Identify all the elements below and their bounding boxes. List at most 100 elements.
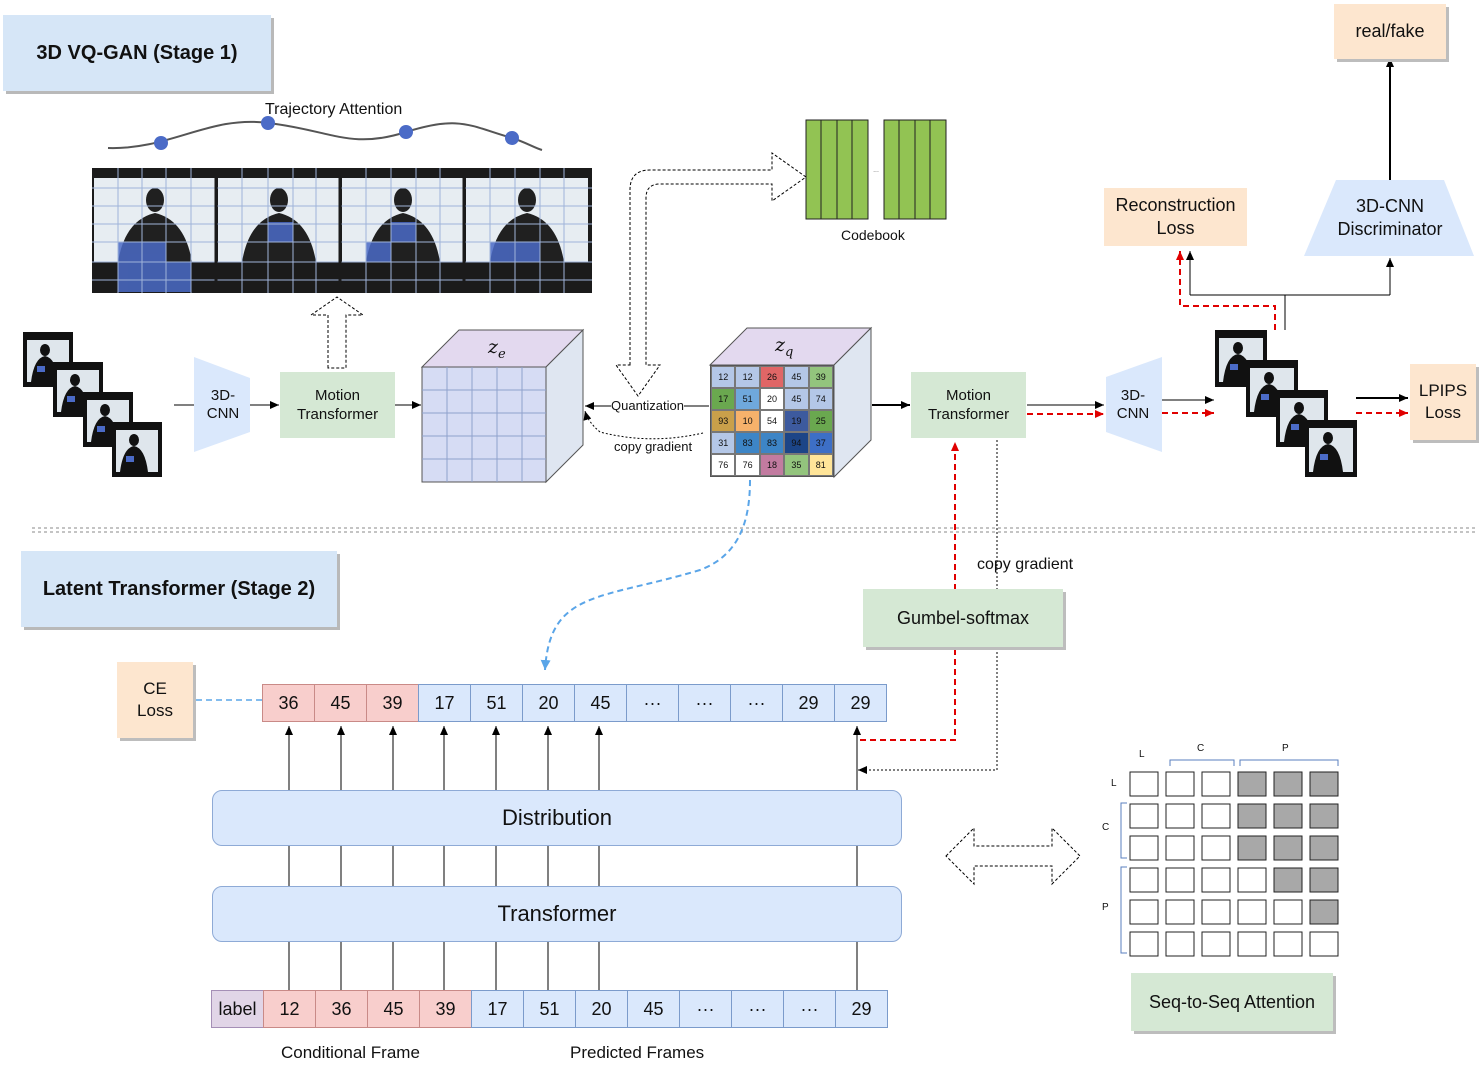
zq-cell: 45 xyxy=(784,366,809,388)
input-token: ··· xyxy=(679,990,732,1028)
attention-open-cell xyxy=(1129,899,1159,925)
encoder-label-line1: 3D- xyxy=(210,387,236,404)
quantization-label: Quantization xyxy=(611,398,684,413)
input-frames xyxy=(23,332,162,477)
output-token: 36 xyxy=(262,684,315,722)
output-token: 29 xyxy=(834,684,887,722)
stage2-title: Latent Transformer (Stage 2) xyxy=(21,551,337,627)
lpips-loss-box: LPIPS Loss xyxy=(1410,364,1476,440)
zq-cell: 83 xyxy=(759,432,785,454)
attention-up-arrow xyxy=(309,296,365,369)
attention-open-cell xyxy=(1165,931,1195,957)
seq-attention-title: Seq-to-Seq Attention xyxy=(1131,973,1333,1031)
attention-open-cell xyxy=(1201,835,1231,861)
zq-cell: 31 xyxy=(711,432,736,454)
output-token: 17 xyxy=(418,684,471,722)
distribution-block: Distribution xyxy=(212,790,902,846)
trajectory-attention-label: Trajectory Attention xyxy=(265,101,403,118)
input-token: 17 xyxy=(471,990,524,1028)
equivalence-arrow xyxy=(945,826,1081,886)
input-token: ··· xyxy=(731,990,784,1028)
zq-cell: 19 xyxy=(784,410,809,432)
motion2-line2: Transformer xyxy=(927,406,1010,423)
output-frames xyxy=(1215,330,1357,477)
stage1-title: 3D VQ-GAN (Stage 1) xyxy=(3,15,271,91)
trajectory-point xyxy=(505,131,519,145)
ce-line2: Loss xyxy=(137,701,173,720)
zq-cell: 39 xyxy=(808,366,833,388)
copy-gradient-small: copy gradient xyxy=(614,439,693,454)
recon-line1: Reconstruction xyxy=(1115,195,1236,215)
input-token: 51 xyxy=(523,990,576,1028)
codebook-lookup-arrow xyxy=(615,152,807,397)
attn-row-label-l: L xyxy=(1111,778,1117,789)
attention-open-cell xyxy=(1129,771,1159,797)
trajectory-point xyxy=(154,136,168,150)
disc-line1: 3D-CNN xyxy=(1355,196,1424,216)
attention-open-cell xyxy=(1129,835,1159,861)
attention-masked-cell xyxy=(1309,835,1339,861)
zq-cell: 83 xyxy=(735,432,760,454)
attention-matrix xyxy=(1129,771,1339,957)
output-token: 20 xyxy=(522,684,575,722)
output-token: 45 xyxy=(314,684,367,722)
attention-masked-cell xyxy=(1273,803,1303,829)
attention-open-cell xyxy=(1201,899,1231,925)
attn-row-label-c: C xyxy=(1102,822,1110,833)
transformer-block: Transformer xyxy=(212,886,902,942)
attention-open-cell xyxy=(1201,771,1231,797)
motion1-line1: Motion xyxy=(314,387,361,404)
decoder-shape xyxy=(1106,357,1162,452)
ce-loss-box: CE Loss xyxy=(117,662,193,738)
recon-line2: Loss xyxy=(1156,218,1195,238)
attention-open-cell xyxy=(1237,899,1267,925)
decoder-label-line1: 3D- xyxy=(1120,387,1146,404)
motion-transformer-encoder: Motion Transformer xyxy=(280,372,395,438)
gumbel-softmax-box: Gumbel-softmax xyxy=(863,589,1063,647)
zq-cell: 81 xyxy=(808,454,833,476)
codebook-label: Codebook xyxy=(841,227,905,243)
encoder-label-line2: CNN xyxy=(206,405,240,422)
zq-cell: 45 xyxy=(784,388,809,410)
attention-open-cell xyxy=(1273,899,1303,925)
discriminator-label: 3D-CNN Discriminator xyxy=(1320,190,1460,246)
zq-cell: 18 xyxy=(759,454,785,476)
svg-text:...: ... xyxy=(873,167,879,174)
output-token: 39 xyxy=(366,684,419,722)
attn-col-label-c: C xyxy=(1197,743,1205,754)
attention-open-cell xyxy=(1165,867,1195,893)
zq-cell: 74 xyxy=(808,388,833,410)
output-token: ··· xyxy=(730,684,783,722)
disc-line2: Discriminator xyxy=(1337,219,1443,239)
zq-cell: 12 xyxy=(735,366,760,388)
attention-open-cell xyxy=(1201,803,1231,829)
zq-cell: 25 xyxy=(808,410,833,432)
output-token: 29 xyxy=(782,684,835,722)
decoder-label-line2: CNN xyxy=(1116,405,1150,422)
motion1-line2: Transformer xyxy=(296,406,379,423)
zq-cell: 26 xyxy=(759,366,785,388)
zq-cube xyxy=(708,326,873,479)
input-token: 20 xyxy=(575,990,628,1028)
attention-masked-cell xyxy=(1273,835,1303,861)
output-token: 45 xyxy=(574,684,627,722)
motion2-line1: Motion xyxy=(945,387,992,404)
attention-open-cell xyxy=(1201,867,1231,893)
input-token: 29 xyxy=(835,990,888,1028)
zq-cell: 76 xyxy=(735,454,760,476)
attention-masked-cell xyxy=(1237,835,1267,861)
attention-masked-cell xyxy=(1309,803,1339,829)
attention-open-cell xyxy=(1309,931,1339,957)
attention-open-cell xyxy=(1237,931,1267,957)
attention-open-cell xyxy=(1201,931,1231,957)
subscript: e xyxy=(498,346,506,362)
zq-label-text: zq xyxy=(775,334,794,360)
attn-col-label-p: P xyxy=(1282,743,1289,754)
output-token: 51 xyxy=(470,684,523,722)
codebook-icon: ... xyxy=(805,119,947,220)
attention-open-cell xyxy=(1237,867,1267,893)
trajectory-point xyxy=(399,125,413,139)
